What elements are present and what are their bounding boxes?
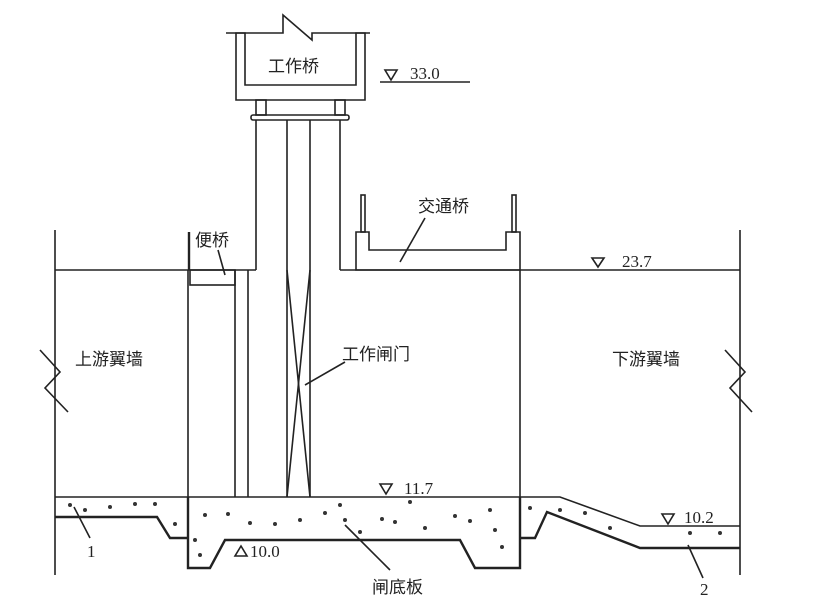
downstream-wing-wall-label: 下游翼墙 xyxy=(612,350,680,370)
elevation-10-0-label: 10.0 xyxy=(250,542,280,561)
downstream-wing-wall xyxy=(724,230,753,575)
work-bridge xyxy=(226,13,370,121)
elevation-marker-23-7: 23.7 xyxy=(590,252,652,271)
work-gate-label: 工作闸门 xyxy=(342,345,410,365)
concrete-dots xyxy=(68,500,722,557)
floor-slab xyxy=(55,496,740,570)
elevation-33-label: 33.0 xyxy=(410,64,440,83)
callout-2-label: 2 xyxy=(700,580,709,599)
elevation-marker-33: 33.0 xyxy=(380,64,470,83)
callout-1-label: 1 xyxy=(87,542,96,561)
service-bridge-label: 便桥 xyxy=(195,231,229,251)
elevation-marker-10-2: 10.2 xyxy=(660,508,714,527)
elevation-11-7-label: 11.7 xyxy=(404,479,434,498)
elevation-23-7-label: 23.7 xyxy=(622,252,652,271)
work-bridge-label: 工作桥 xyxy=(268,57,319,77)
service-bridge xyxy=(187,232,236,497)
elevation-marker-10-0: 10.0 xyxy=(233,542,280,561)
upstream-wing-wall xyxy=(39,230,69,575)
traffic-bridge xyxy=(355,194,521,497)
floor-slab-label: 闸底板 xyxy=(372,578,423,598)
traffic-bridge-label: 交通桥 xyxy=(418,197,469,217)
elevation-10-2-label: 10.2 xyxy=(684,508,714,527)
upstream-wing-wall-label: 上游翼墙 xyxy=(75,350,143,370)
pier xyxy=(234,120,341,497)
work-gate xyxy=(286,269,311,498)
elevation-marker-11-7: 11.7 xyxy=(378,479,434,498)
